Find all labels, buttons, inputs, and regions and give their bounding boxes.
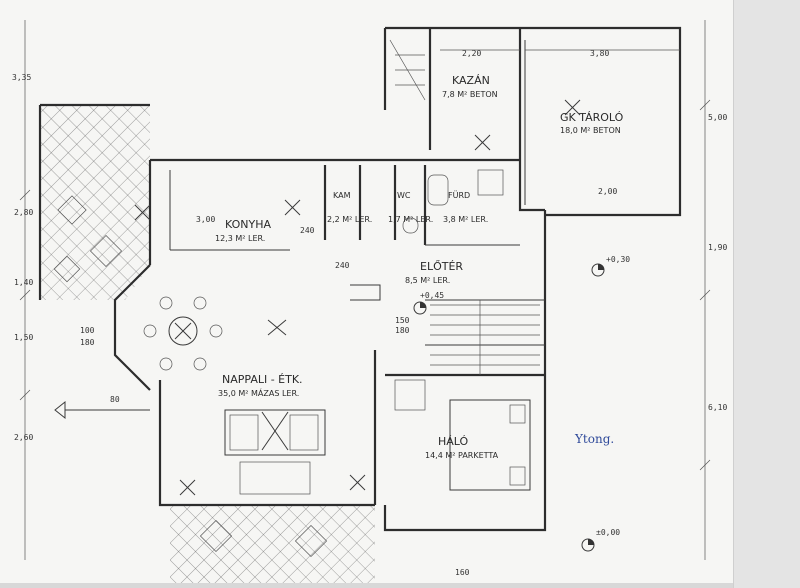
dim-3-35: 3,35	[12, 73, 31, 82]
level-marker-3	[581, 538, 595, 552]
terrace-hatch-left	[40, 105, 150, 300]
room-name-kamra: KAM	[333, 191, 351, 200]
room-name-halo: HÁLÓ	[438, 435, 469, 448]
dim-240-a: 240	[300, 226, 315, 235]
dim-150-b: 150	[395, 316, 410, 325]
room-name-kazan: KAZÁN	[452, 74, 490, 87]
dim-3-80: 3,80	[590, 49, 609, 58]
room-name-gk-tarolo: GK TÁROLÓ	[560, 111, 624, 124]
staircase	[389, 39, 540, 375]
room-name-wc: WC	[397, 191, 411, 200]
room-name-konyha: KONYHA	[225, 218, 271, 231]
dim-2-00: 2,00	[598, 187, 617, 196]
room-area-kazan: 7,8 M² BETON	[442, 90, 498, 99]
dim-160: 160	[455, 568, 470, 577]
room-area-halo: 14,4 M² PARKETTA	[425, 451, 499, 460]
dim-180-a: 180	[80, 338, 95, 347]
level-label-2: +0,45	[420, 291, 444, 300]
dim-1-50: 1,50	[14, 333, 33, 342]
level-marker-1	[591, 263, 605, 277]
room-area-furdo: 3,8 M² LER.	[443, 215, 488, 224]
room-area-konyha: 12,3 M² LER.	[215, 234, 265, 243]
section-arrow-left	[54, 400, 150, 420]
viewer-side-panel	[733, 0, 800, 588]
room-name-nappali: NAPPALI - ÉTK.	[222, 373, 303, 386]
dim-2-20: 2,20	[462, 49, 481, 58]
viewer-bottom-edge	[0, 583, 733, 588]
bed	[394, 379, 531, 491]
level-label-1: +0,30	[606, 255, 630, 264]
bathroom-fixtures	[402, 169, 504, 234]
level-label-3: ±0,00	[596, 528, 620, 537]
exterior-walls	[38, 26, 682, 532]
dim-5-00: 5,00	[708, 113, 727, 122]
room-area-wc: 1,7 M² LER.	[388, 215, 433, 224]
dim-100: 100	[80, 326, 95, 335]
sofa-set	[224, 409, 326, 495]
dim-3-00: 3,00	[196, 215, 215, 224]
level-marker-2	[413, 301, 427, 315]
room-area-nappali: 35,0 M² MÁZAS LER.	[218, 387, 299, 398]
dim-180-b: 180	[395, 326, 410, 335]
room-area-gk-tarolo: 18,0 M² BETON	[560, 126, 621, 135]
floor-plan-drawing	[19, 20, 711, 583]
dim-80: 80	[110, 395, 120, 404]
interior-walls	[169, 28, 545, 377]
room-cross-marks	[134, 99, 581, 496]
dim-240-b: 240	[335, 261, 350, 270]
terrace-hatch-bottom	[170, 505, 375, 583]
floor-plan-sheet: KAZÁN 7,8 M² BETON GK TÁROLÓ 18,0 M² BET…	[0, 0, 733, 588]
floor-plan-labels: KAZÁN 7,8 M² BETON GK TÁROLÓ 18,0 M² BET…	[12, 49, 727, 577]
handwritten-material-note: Ytong.	[574, 432, 614, 446]
dim-2-80: 2,80	[14, 208, 33, 217]
dim-2-60: 2,60	[14, 433, 33, 442]
dining-table	[143, 296, 223, 371]
dim-1-90: 1,90	[708, 243, 727, 252]
dim-1-40: 1,40	[14, 278, 33, 287]
dimension-lines	[19, 20, 711, 560]
room-area-eloter: 8,5 M² LER.	[405, 276, 450, 285]
room-name-eloter: ELŐTÉR	[420, 259, 463, 273]
dim-6-10: 6,10	[708, 403, 727, 412]
room-area-kamra: 2,2 M² LER.	[327, 215, 372, 224]
room-name-furdo: FÜRD	[448, 190, 470, 200]
